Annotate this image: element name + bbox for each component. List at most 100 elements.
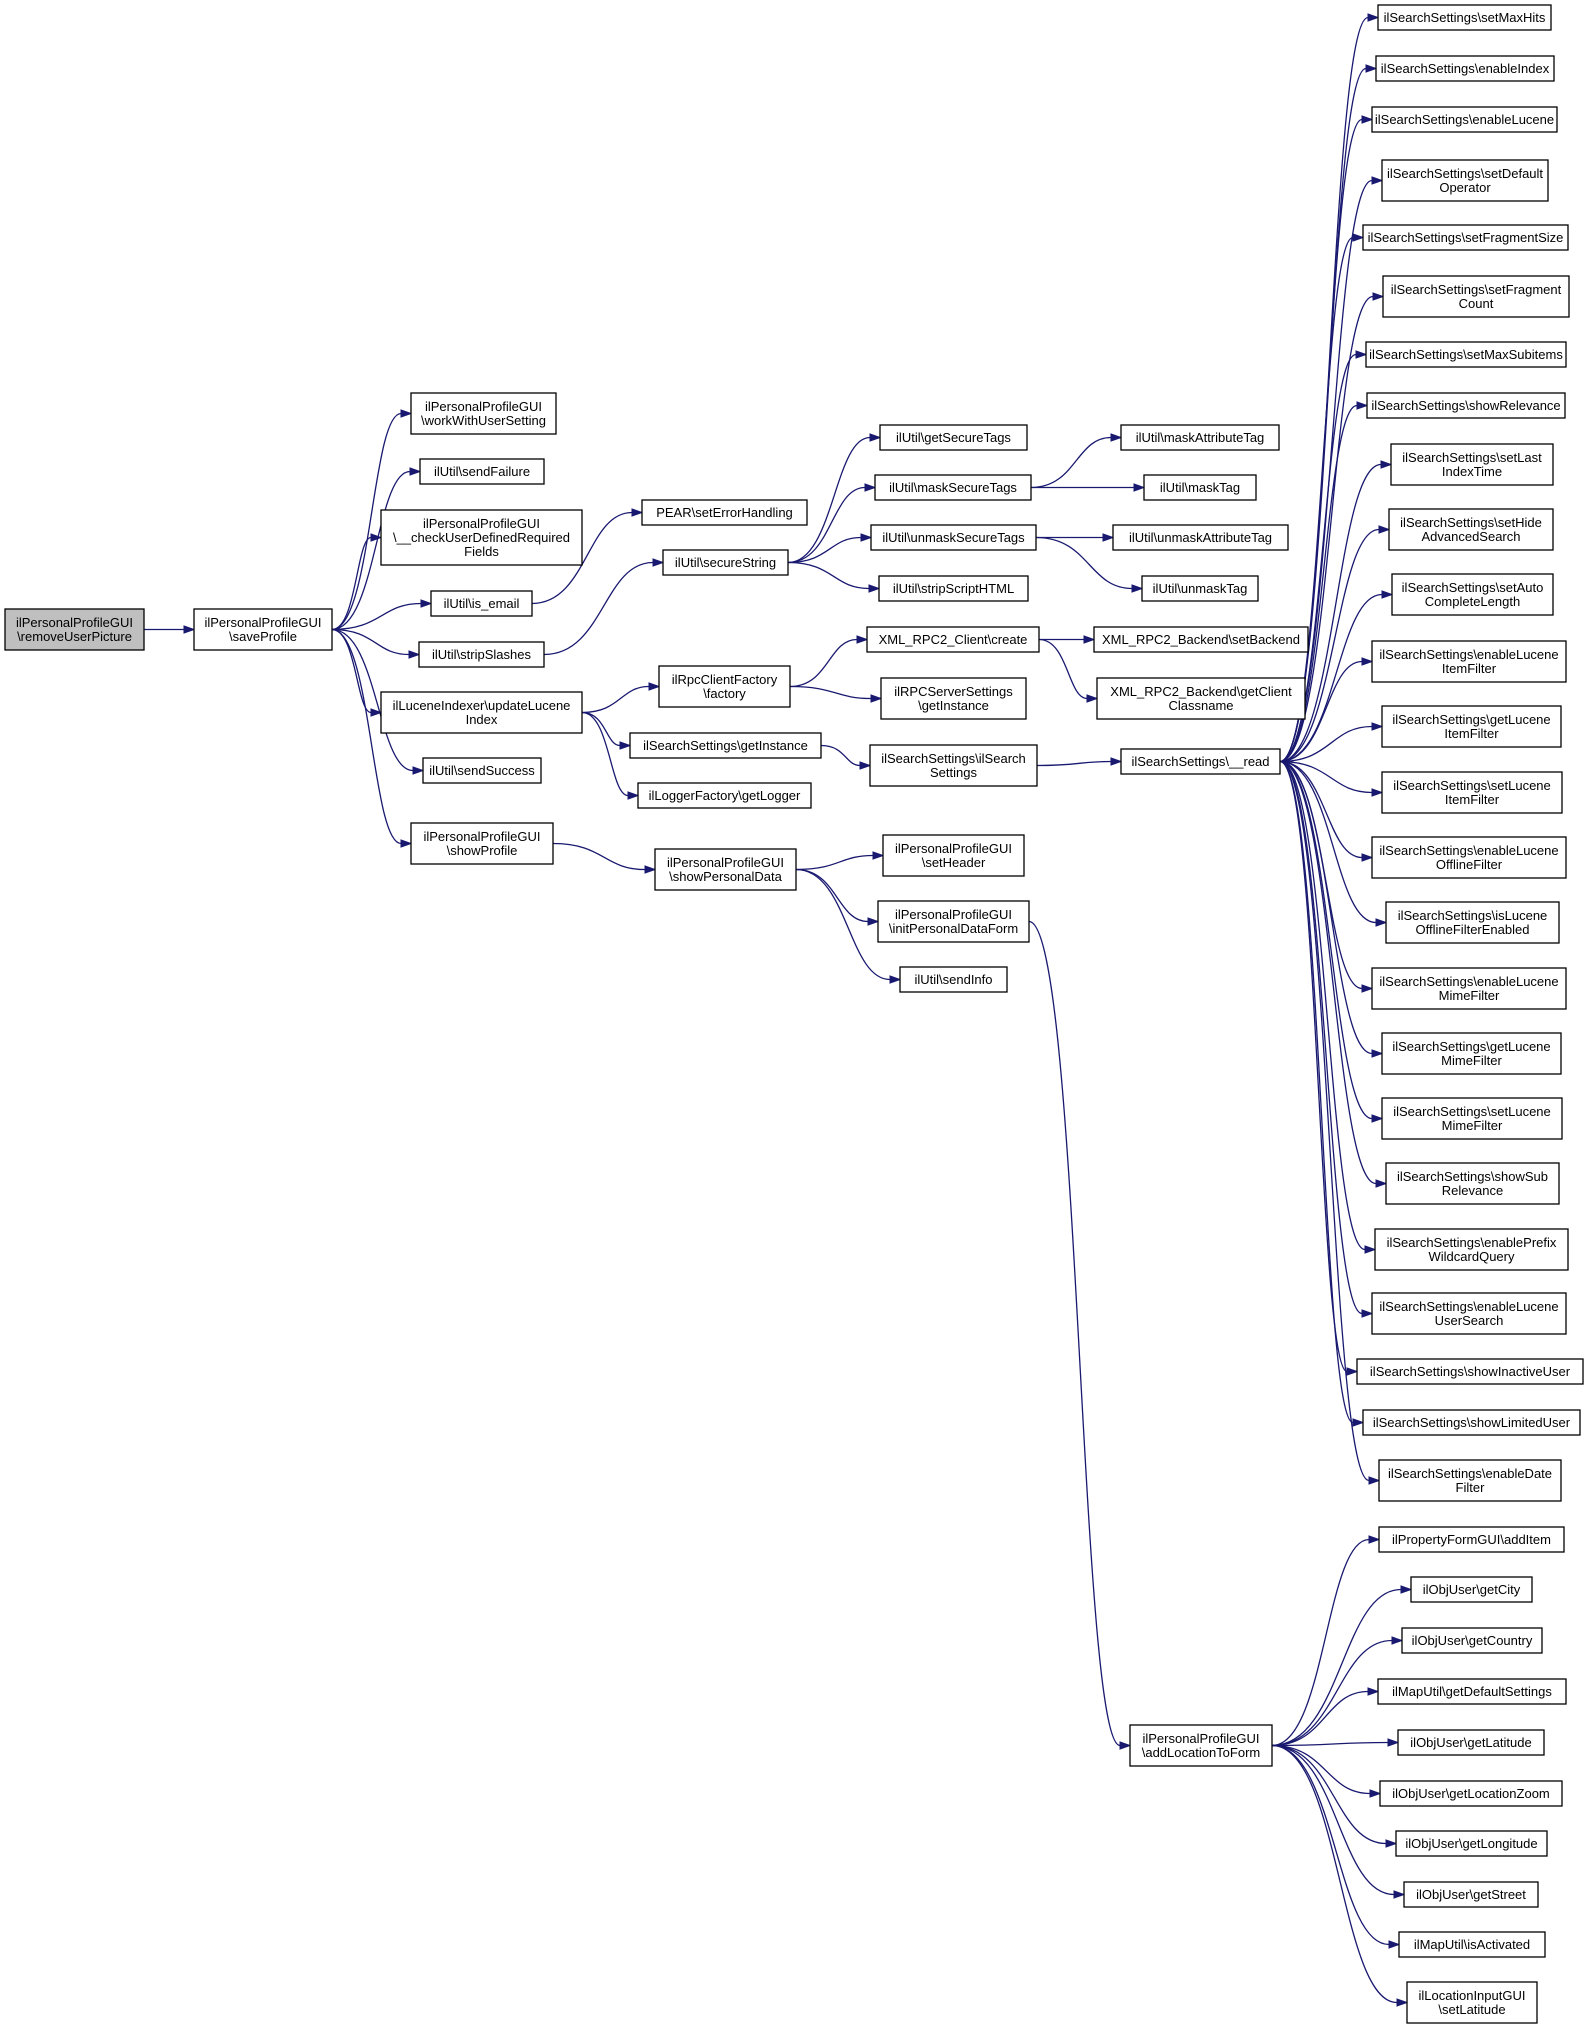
node-label-line: OfflineFilter: [1436, 857, 1503, 872]
node-setFragmentSize[interactable]: ilSearchSettings\setFragmentSize: [1362, 224, 1569, 251]
node-maskAttributeTag[interactable]: ilUtil\maskAttributeTag: [1120, 424, 1280, 451]
node-box: [1366, 392, 1566, 419]
node-sendFailure[interactable]: ilUtil\sendFailure: [419, 458, 545, 485]
node-unmaskSecureTags[interactable]: ilUtil\unmaskSecureTags: [870, 524, 1037, 551]
node-ssGetInstance[interactable]: ilSearchSettings\getInstance: [629, 732, 822, 759]
node-stripScriptHTML[interactable]: ilUtil\stripScriptHTML: [878, 575, 1029, 602]
node-getLogger[interactable]: ilLoggerFactory\getLogger: [637, 782, 812, 809]
node-setMaxSubitems[interactable]: ilSearchSettings\setMaxSubitems: [1365, 341, 1567, 368]
node-showLimitedUser[interactable]: ilSearchSettings\showLimitedUser: [1362, 1409, 1581, 1436]
node-getLocationZoom[interactable]: ilObjUser\getLocationZoom: [1379, 1780, 1563, 1807]
node-root[interactable]: ilPersonalProfileGUI\removeUserPicture: [4, 608, 145, 651]
node-box: [1378, 1526, 1565, 1553]
node-box: [880, 677, 1027, 720]
node-addLocationToForm[interactable]: ilPersonalProfileGUI\addLocationToForm: [1129, 1724, 1273, 1767]
edge-addLocationToForm-to-getLocationZoom: [1271, 1744, 1382, 1798]
edge-arrowhead: [1371, 788, 1384, 797]
node-unmaskTag[interactable]: ilUtil\unmaskTag: [1141, 575, 1259, 602]
edge-addLocationToForm-to-getStreet: [1271, 1744, 1406, 1899]
node-getDefaultSettings[interactable]: ilMapUtil\getDefaultSettings: [1377, 1678, 1567, 1705]
node-showRelevance[interactable]: ilSearchSettings\showRelevance: [1366, 392, 1566, 419]
node-enableIndex[interactable]: ilSearchSettings\enableIndex: [1375, 55, 1555, 82]
node-getLatitude[interactable]: ilObjUser\getLatitude: [1397, 1729, 1545, 1756]
node-label-line: ilSearchSettings\__read: [1131, 754, 1269, 769]
node-read[interactable]: ilSearchSettings\__read: [1120, 748, 1281, 775]
node-unmaskAttributeTag[interactable]: ilUtil\unmaskAttributeTag: [1112, 524, 1289, 551]
node-addItem[interactable]: ilPropertyFormGUI\addItem: [1378, 1526, 1565, 1553]
node-setHeader[interactable]: ilPersonalProfileGUI\setHeader: [882, 834, 1025, 877]
edge-arrowhead: [631, 508, 644, 517]
node-maskSecureTags[interactable]: ilUtil\maskSecureTags: [874, 474, 1032, 501]
edge-line: [1279, 760, 1363, 1315]
edge-line: [1279, 118, 1363, 763]
node-initPersonalDataForm[interactable]: ilPersonalProfileGUI\initPersonalDataFor…: [877, 900, 1030, 943]
edge-line: [787, 436, 871, 564]
node-isActivated[interactable]: ilMapUtil\isActivated: [1398, 1931, 1546, 1958]
edge-arrowhead: [1381, 590, 1394, 599]
node-is_email[interactable]: ilUtil\is_email: [430, 590, 533, 617]
edge-line: [1279, 236, 1354, 763]
node-setErrorHandling[interactable]: PEAR\setErrorHandling: [641, 499, 808, 526]
edge-arrowhead: [652, 558, 665, 567]
node-getLongitude[interactable]: ilObjUser\getLongitude: [1395, 1830, 1548, 1857]
edge-line: [1279, 760, 1373, 1120]
node-label-line: MimeFilter: [1439, 988, 1500, 1003]
node-sendSuccess[interactable]: ilUtil\sendSuccess: [422, 757, 542, 784]
edge-read-to-enableLuceneUserSearch: [1279, 760, 1374, 1318]
node-xmlCreate[interactable]: XML_RPC2_Client\create: [866, 626, 1040, 653]
node-maskTag[interactable]: ilUtil\maskTag: [1143, 474, 1257, 501]
node-label-line: ilSearchSettings\enableLucene: [1379, 1299, 1558, 1314]
node-box: [193, 608, 333, 651]
edge-read-to-setFragmentSize: [1279, 233, 1365, 763]
edge-secureString-to-unmaskSecureTags: [787, 533, 873, 564]
edge-saveProfile-to-updateLucene: [331, 628, 383, 717]
node-isLuceneOfflineFilterEnabled[interactable]: ilSearchSettings\isLuceneOfflineFilterEn…: [1385, 901, 1560, 944]
node-saveProfile[interactable]: ilPersonalProfileGUI\saveProfile: [193, 608, 333, 651]
node-enableLucene[interactable]: ilSearchSettings\enableLucene: [1371, 106, 1558, 133]
node-box: [1379, 1780, 1563, 1807]
node-rpcFactory[interactable]: ilRpcClientFactory\factory: [658, 665, 791, 708]
edge-arrowhead: [1378, 525, 1391, 534]
node-setLatitude[interactable]: ilLocationInputGUI\setLatitude: [1406, 1981, 1538, 2024]
node-label-line: ilPersonalProfileGUI: [204, 615, 321, 630]
node-ilSearchSettingsCtor[interactable]: ilSearchSettings\ilSearchSettings: [869, 744, 1038, 787]
edge-arrowhead: [860, 533, 873, 542]
node-secureString[interactable]: ilUtil\secureString: [662, 549, 789, 576]
edge-addLocationToForm-to-getLongitude: [1271, 1744, 1398, 1848]
edge-read-to-setLastIndexTime: [1279, 460, 1393, 763]
edge-arrowhead: [869, 433, 882, 442]
node-stripSlashes[interactable]: ilUtil\stripSlashes: [418, 641, 545, 668]
node-workWithUserSetting[interactable]: ilPersonalProfileGUI\workWithUserSetting: [410, 392, 557, 435]
node-setMaxHits[interactable]: ilSearchSettings\setMaxHits: [1377, 4, 1552, 31]
node-getCity[interactable]: ilObjUser\getCity: [1410, 1576, 1533, 1603]
node-label-line: ilMapUtil\isActivated: [1414, 1937, 1530, 1952]
node-sendInfo[interactable]: ilUtil\sendInfo: [899, 966, 1008, 993]
node-checkUserDefined[interactable]: ilPersonalProfileGUI\__checkUserDefinedR…: [380, 509, 583, 566]
node-getStreet[interactable]: ilObjUser\getStreet: [1403, 1881, 1539, 1908]
node-enableLuceneOfflineFilter[interactable]: ilSearchSettings\enableLuceneOfflineFilt…: [1371, 836, 1567, 879]
node-showPersonalData[interactable]: ilPersonalProfileGUI\showPersonalData: [654, 848, 797, 891]
node-getCountry[interactable]: ilObjUser\getCountry: [1401, 1627, 1543, 1654]
node-enablePrefixWildcardQuery[interactable]: ilSearchSettings\enablePrefixWildcardQue…: [1374, 1228, 1569, 1271]
node-getSecureTags[interactable]: ilUtil\getSecureTags: [879, 424, 1028, 451]
node-rpcServerGetInstance[interactable]: ilRPCServerSettings\getInstance: [880, 677, 1027, 720]
node-showInactiveUser[interactable]: ilSearchSettings\showInactiveUser: [1356, 1358, 1584, 1385]
node-showProfile[interactable]: ilPersonalProfileGUI\showProfile: [410, 822, 554, 865]
node-setBackend[interactable]: XML_RPC2_Backend\setBackend: [1093, 626, 1309, 653]
